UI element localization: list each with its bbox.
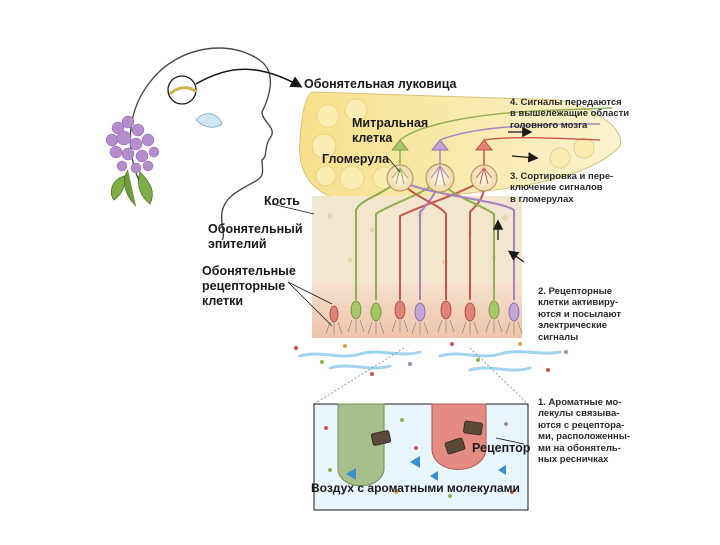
label-bone: Кость bbox=[264, 194, 300, 208]
step-4-line-3: головного мозга bbox=[510, 119, 588, 131]
odor-molecules-band bbox=[294, 342, 568, 376]
glomerulus-2 bbox=[425, 163, 455, 193]
step-2-line-1: 2. Рецепторные bbox=[538, 286, 613, 297]
label-pointer-lines bbox=[271, 157, 525, 445]
step-3-line-1: 3. Сортировка и пере- bbox=[510, 171, 614, 182]
nasal-cavity bbox=[195, 113, 223, 128]
label-receptor-cells-line2: рецепторные bbox=[202, 279, 286, 293]
inset-air-arrows bbox=[346, 456, 506, 481]
label-mitral-cell-line2: клетка bbox=[352, 131, 393, 145]
step-4-line-1: 4. Сигналы передаются bbox=[510, 97, 622, 108]
step-1-line-1: 1. Ароматные мо- bbox=[538, 397, 622, 408]
label-glomerulus: Гломерула bbox=[322, 152, 390, 166]
bulb-miniature bbox=[168, 86, 198, 96]
step-3-line-3: в гломерулах bbox=[510, 193, 574, 205]
step-1-text: 1. Ароматные мо- лекулы связыва- ются с … bbox=[538, 397, 630, 465]
label-receptor-cells-line3: клетки bbox=[202, 294, 244, 308]
air-flow-band bbox=[298, 350, 562, 372]
step-2-line-2: клетки активиру- bbox=[538, 297, 619, 309]
step-1-line-6: ных ресничках bbox=[538, 453, 609, 465]
step-2-text: 2. Рецепторные клетки активиру- ются и п… bbox=[538, 286, 621, 343]
label-air-with-odor-molecules: Воздух с ароматными молекулами bbox=[311, 481, 520, 495]
step-3-text: 3. Сортировка и пере- ключение сигналов … bbox=[510, 171, 613, 205]
glomeruli bbox=[386, 163, 498, 193]
mitral-cells bbox=[391, 139, 493, 165]
step-1-line-5: ми на обонятель- bbox=[538, 442, 621, 454]
step-2-line-5: сигналы bbox=[538, 331, 579, 343]
mitral-cell-2 bbox=[431, 139, 449, 151]
inset-odor-molecules bbox=[324, 418, 514, 498]
step-3-line-2: ключение сигналов bbox=[510, 182, 603, 194]
inset-red-cilium bbox=[431, 403, 487, 470]
inset-receptor-proteins bbox=[370, 420, 483, 455]
receptor-cells bbox=[325, 300, 523, 335]
head-outline bbox=[129, 47, 273, 241]
label-receptor: Рецептор bbox=[472, 441, 531, 455]
inset-green-cilium bbox=[337, 403, 385, 487]
zoom-arrow bbox=[195, 68, 303, 88]
label-olfactory-bulb: Обонятельная луковица bbox=[304, 77, 457, 91]
step-1-line-4: ми, расположенны- bbox=[538, 431, 631, 443]
mitral-cell-1 bbox=[391, 139, 409, 151]
head-illustration bbox=[129, 47, 303, 241]
step-1-line-2: лекулы связыва- bbox=[538, 408, 620, 420]
mitral-cell-3 bbox=[475, 139, 493, 151]
label-mitral-cell-line1: Митральная bbox=[352, 116, 429, 130]
step-2-line-3: ются и посылают bbox=[538, 308, 622, 320]
signal-up-arrows bbox=[492, 219, 525, 263]
step-4-line-2: в вышележащие области bbox=[510, 108, 630, 120]
output-tracts bbox=[399, 107, 613, 163]
step-1-line-3: ются с рецептора- bbox=[538, 419, 625, 431]
label-epithelium-line1: Обонятельный bbox=[208, 222, 303, 236]
bulb-glomeruli-outlines bbox=[311, 98, 595, 191]
step-4-text: 4. Сигналы передаются в вышележащие обла… bbox=[510, 97, 629, 131]
inset-receptor-detail bbox=[313, 403, 529, 511]
step-2-line-4: электрические bbox=[538, 320, 608, 332]
label-receptor-cells-line1: Обонятельные bbox=[202, 264, 296, 278]
lilac-flower-illustration bbox=[105, 115, 160, 207]
zoom-lines bbox=[313, 347, 529, 405]
label-epithelium-line2: эпителий bbox=[208, 237, 267, 251]
